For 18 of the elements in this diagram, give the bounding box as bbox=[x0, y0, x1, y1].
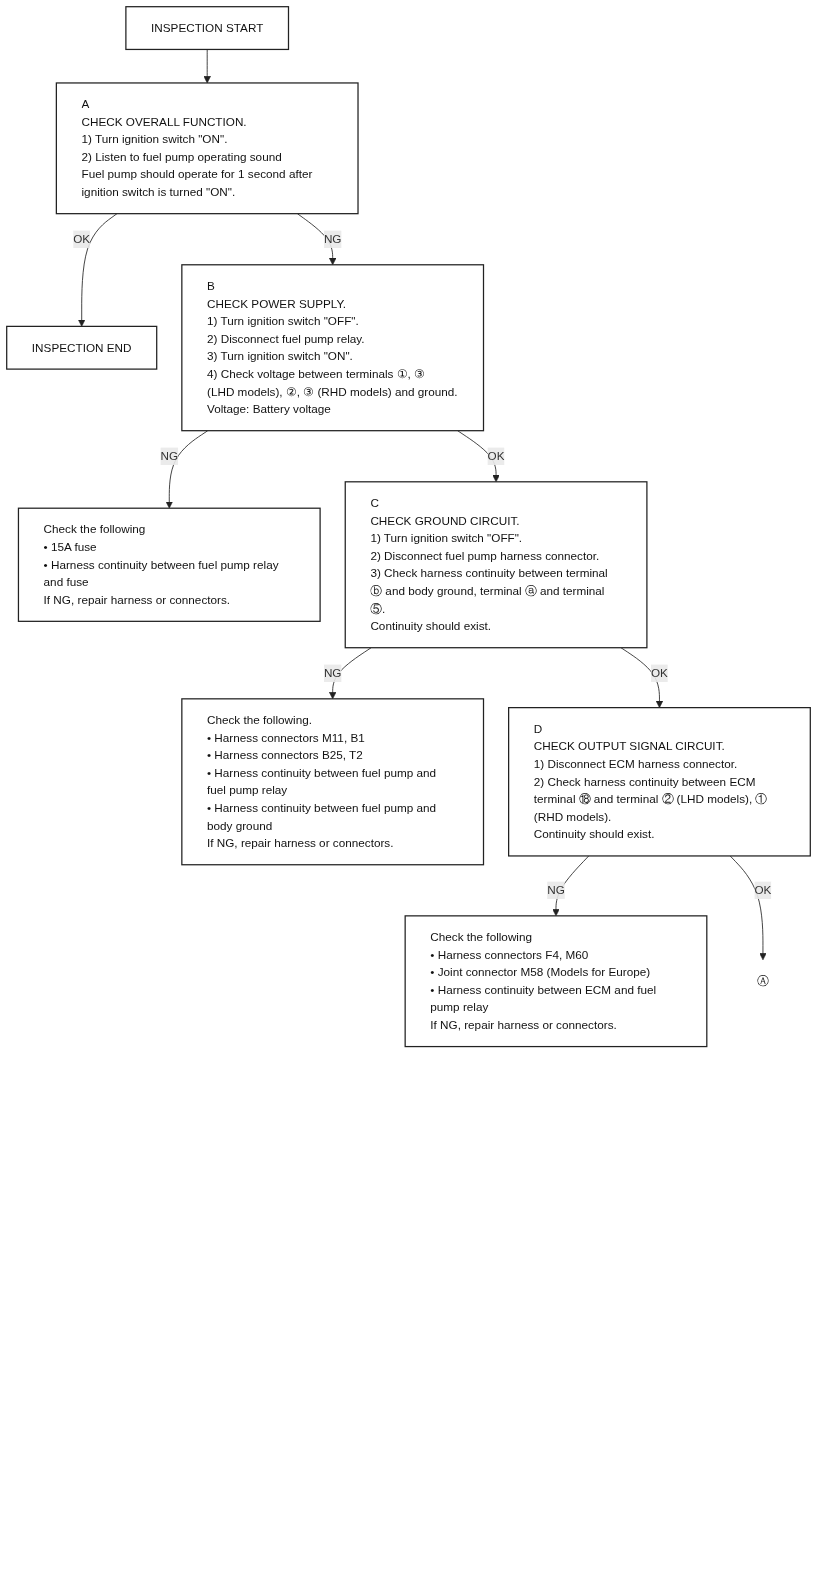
node-box: Check the following • Harness connectors F4, M60 • Joint connector M58 (Models for Europe) • Harness continuity between ECM and fuel pump relay If NG, repair harness or connectors. bbox=[404, 915, 708, 1048]
edge-label: NG bbox=[323, 232, 342, 246]
edge-label: OK bbox=[754, 883, 772, 897]
edge-label: OK bbox=[73, 232, 91, 246]
node-box: Check the following • 15A fuse • Harness continuity between fuel pump relay and fuse If NG, repair harness or connectors. bbox=[17, 507, 321, 622]
node-box: INSPECTION START bbox=[125, 6, 290, 51]
node-box: B CHECK POWER SUPPLY. 1) Turn ignition switch "OFF". 2) Disconnect fuel pump relay. 3) Turn ignition switch "ON". 4) Check voltage between terminals ①, ③ (LHD models), ②, ③ (RHD models) and ground. Voltage: Battery voltage bbox=[181, 264, 485, 432]
edge-label: NG bbox=[160, 449, 179, 463]
edge-label: NG bbox=[323, 666, 342, 680]
node-text: Ⓐ bbox=[757, 974, 769, 988]
node-box: C CHECK GROUND CIRCUIT. 1) Turn ignition switch "OFF". 2) Disconnect fuel pump harness connector. 3) Check harness continuity between terminal ⓑ and body ground, terminal ⓐ and terminal ⑤. Continuity should exist. bbox=[344, 481, 648, 649]
node-box: Check the following. • Harness connectors M11, B1 • Harness connectors B25, T2 • Harness continuity between fuel pump and fuel pump relay • Harness continuity between fuel pump and body ground If NG, repair harness or connectors. bbox=[181, 698, 485, 866]
edge-label: OK bbox=[650, 666, 668, 680]
node-box: INSPECTION END bbox=[6, 325, 158, 370]
node-box: A CHECK OVERALL FUNCTION. 1) Turn ignition switch "ON". 2) Listen to fuel pump operating sound Fuel pump should operate for 1 second after ignition switch is turned "ON". bbox=[55, 82, 359, 215]
edge-label: NG bbox=[547, 883, 565, 897]
node-box: D CHECK OUTPUT SIGNAL CIRCUIT. 1) Disconnect ECM harness connector. 2) Check harness continuity between ECM terminal ⑱ and terminal ② (LHD models), ① (RHD models). Continuity should exist. bbox=[508, 707, 811, 857]
edge-label: OK bbox=[487, 449, 505, 463]
